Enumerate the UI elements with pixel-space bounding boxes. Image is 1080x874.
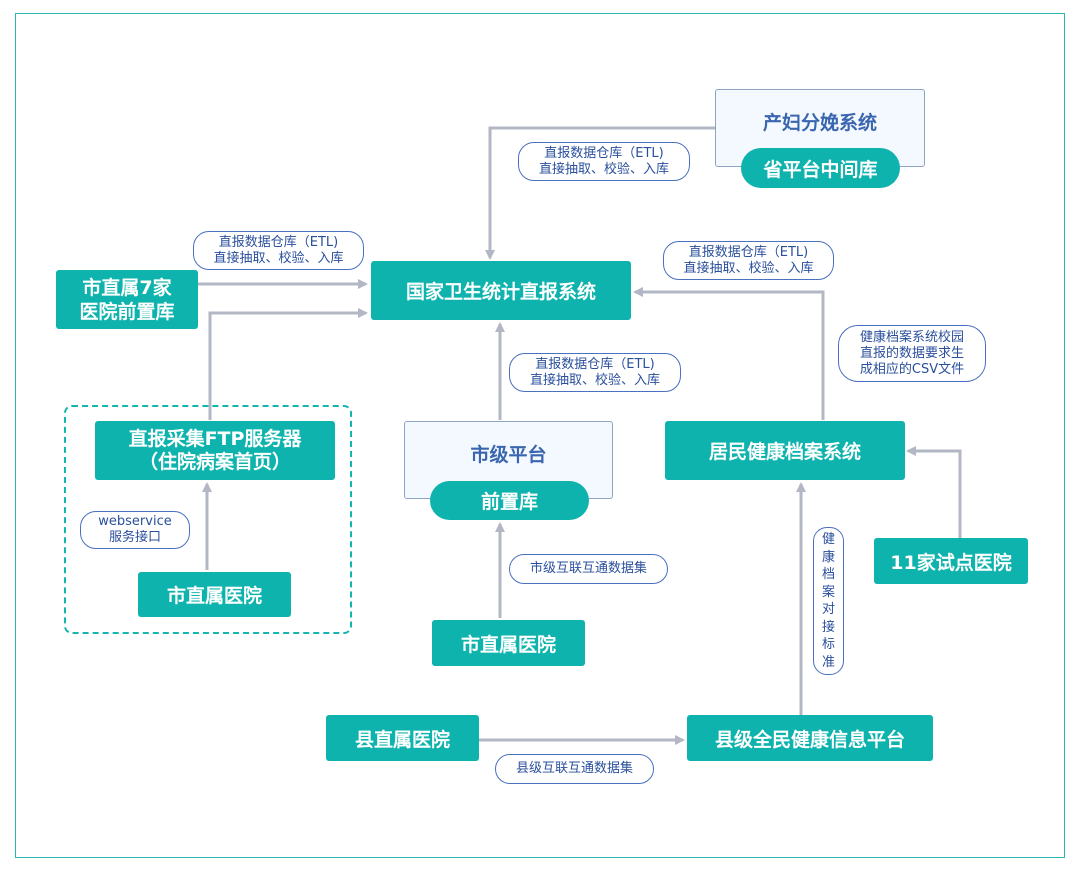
webservice-label-line-1: webservice — [98, 514, 172, 529]
etl-label-top-line-2: 直接抽取、校验、入库 — [538, 161, 669, 177]
etl-label-left-line-2: 直接抽取、校验、入库 — [213, 250, 344, 266]
city-interop-label-text: 市级互联互通数据集 — [529, 561, 647, 576]
city-hospital-mid-label: 市直属医院 — [460, 633, 556, 656]
health-standard-char-2: 康 — [821, 549, 835, 565]
ftp-server-node: 直报采集FTP服务器 （住院病案首页） — [95, 421, 335, 480]
etl-label-left-line-1: 直报数据仓库（ETL) — [218, 234, 339, 250]
city-platform-title: 市级平台 — [470, 444, 547, 466]
arrow-pilot-to-resident — [906, 446, 962, 538]
front-db-node: 前置库 — [430, 481, 589, 520]
county-hospital-node: 县直属医院 — [326, 715, 479, 761]
arrow-resident-to-national — [633, 287, 825, 420]
county-hospital-label: 县直属医院 — [354, 728, 450, 751]
etl-label-mid-line-2: 直接抽取、校验、入库 — [529, 372, 660, 388]
city-7-hospitals-line-1: 市直属7家 — [82, 276, 172, 299]
health-standard-char-7: 标 — [821, 637, 835, 652]
resident-health-label: 居民健康档案系统 — [708, 441, 861, 463]
county-platform-label: 县级全民健康信息平台 — [714, 728, 905, 751]
city-hospital-left-label: 市直属医院 — [166, 585, 262, 607]
etl-label-right-line-1: 直报数据仓库（ETL) — [688, 244, 809, 260]
province-db-label: 省平台中间库 — [763, 158, 878, 181]
diagram-frame — [15, 13, 1065, 858]
city-interop-label: 市级互联互通数据集 — [509, 554, 668, 584]
health-standard-char-4: 案 — [821, 584, 835, 600]
ftp-server-line-1: 直报采集FTP服务器 — [128, 427, 302, 450]
etl-label-top: 直报数据仓库（ETL) 直接抽取、校验、入库 — [518, 142, 690, 181]
pilot-hospitals-label: 11家试点医院 — [890, 551, 1012, 574]
csv-label-line-3: 成相应的CSV文件 — [859, 361, 965, 377]
pilot-hospitals-node: 11家试点医院 — [874, 538, 1028, 584]
csv-label-line-1: 健康档案系统校园 — [859, 329, 964, 345]
city-hospital-mid-node: 市直属医院 — [432, 620, 585, 666]
etl-label-mid-line-1: 直报数据仓库（ETL) — [535, 356, 655, 372]
national-system-node: 国家卫生统计直报系统 — [371, 261, 631, 320]
health-standard-label: 健 康 档 案 对 接 标 准 — [813, 527, 844, 675]
health-standard-char-3: 档 — [821, 567, 835, 582]
webservice-label: webservice 服务接口 — [80, 511, 190, 549]
city-7-hospitals-node: 市直属7家 医院前置库 — [56, 270, 198, 329]
csv-label: 健康档案系统校园 直报的数据要求生 成相应的CSV文件 — [838, 325, 986, 382]
health-standard-char-5: 对 — [821, 602, 835, 617]
webservice-label-line-2: 服务接口 — [108, 530, 161, 545]
province-db-node: 省平台中间库 — [741, 148, 900, 188]
resident-health-node: 居民健康档案系统 — [665, 421, 905, 480]
csv-label-line-2: 直报的数据要求生 — [859, 345, 964, 361]
ftp-server-line-2: （住院病案首页） — [138, 450, 291, 473]
county-interop-label: 县级互联互通数据集 — [495, 754, 654, 784]
etl-label-left: 直报数据仓库（ETL) 直接抽取、校验、入库 — [193, 231, 364, 270]
etl-label-right-line-2: 直接抽取、校验、入库 — [683, 260, 814, 276]
arrow-ftp-to-national — [208, 308, 368, 420]
arrow-maternal-to-national — [485, 126, 715, 260]
health-standard-char-8: 准 — [821, 654, 835, 670]
etl-label-top-line-1: 直报数据仓库（ETL) — [544, 145, 664, 161]
ftp-group-boundary — [64, 405, 352, 634]
county-interop-label-text: 县级互联互通数据集 — [515, 761, 633, 776]
front-db-label: 前置库 — [480, 491, 538, 513]
health-standard-char-1: 健 — [821, 532, 835, 547]
national-system-label: 国家卫生统计直报系统 — [405, 281, 596, 303]
city-hospital-left-node: 市直属医院 — [138, 572, 291, 617]
health-standard-char-6: 接 — [821, 619, 835, 635]
etl-label-right: 直报数据仓库（ETL) 直接抽取、校验、入库 — [663, 241, 834, 280]
maternal-system-title: 产妇分娩系统 — [762, 112, 877, 134]
county-platform-node: 县级全民健康信息平台 — [687, 715, 933, 761]
etl-label-mid: 直报数据仓库（ETL) 直接抽取、校验、入库 — [509, 353, 681, 392]
city-7-hospitals-line-2: 医院前置库 — [79, 300, 175, 323]
